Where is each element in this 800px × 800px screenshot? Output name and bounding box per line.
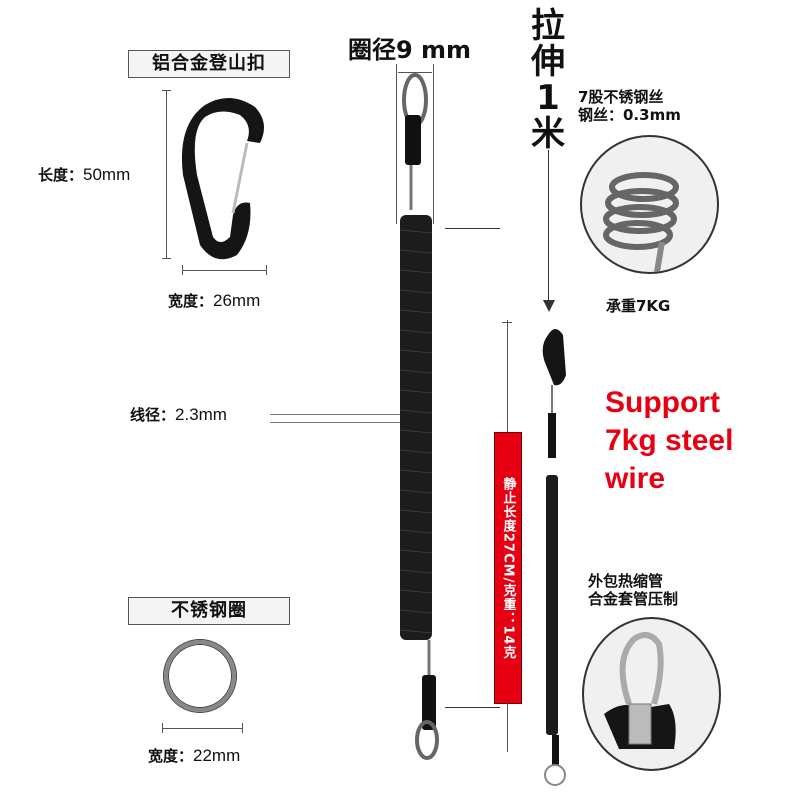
split-ring-icon bbox=[164, 640, 236, 712]
static-length-badge: 静止长度27CM/克重：14克 bbox=[494, 432, 522, 704]
wire-diameter: 线径：2.3mm bbox=[130, 405, 227, 424]
crimped-end-closeup bbox=[582, 617, 721, 771]
ring-title: 不锈钢圈 bbox=[128, 597, 290, 625]
carabiner-title: 铝合金登山扣 bbox=[128, 50, 290, 78]
ring-width: 宽度：22mm bbox=[148, 746, 241, 765]
stretched-lanyard-icon bbox=[542, 329, 566, 786]
wire-strand-note: 7股不锈钢丝 钢丝：0.3mm bbox=[578, 88, 681, 124]
carabiner-width: 宽度：26mm bbox=[168, 291, 261, 310]
steel-wire-closeup bbox=[580, 135, 719, 274]
carabiner-icon bbox=[181, 97, 264, 260]
load-capacity: 承重7KG bbox=[606, 297, 671, 315]
carabiner-length: 长度：50mm bbox=[38, 165, 131, 184]
stretch-title: 拉伸1米 bbox=[531, 6, 565, 154]
loop-diameter-label: 圈径9 mm bbox=[348, 36, 472, 64]
carabiner-width-dim-line bbox=[182, 270, 266, 271]
carabiner-length-dim-line bbox=[166, 90, 167, 258]
support-promo-text: Support 7kg steel wire bbox=[605, 386, 734, 495]
down-arrow-icon bbox=[543, 300, 555, 312]
coiled-lanyard-icon bbox=[399, 73, 439, 760]
end-crimp-note: 外包热缩管 合金套管压制 bbox=[588, 572, 679, 608]
